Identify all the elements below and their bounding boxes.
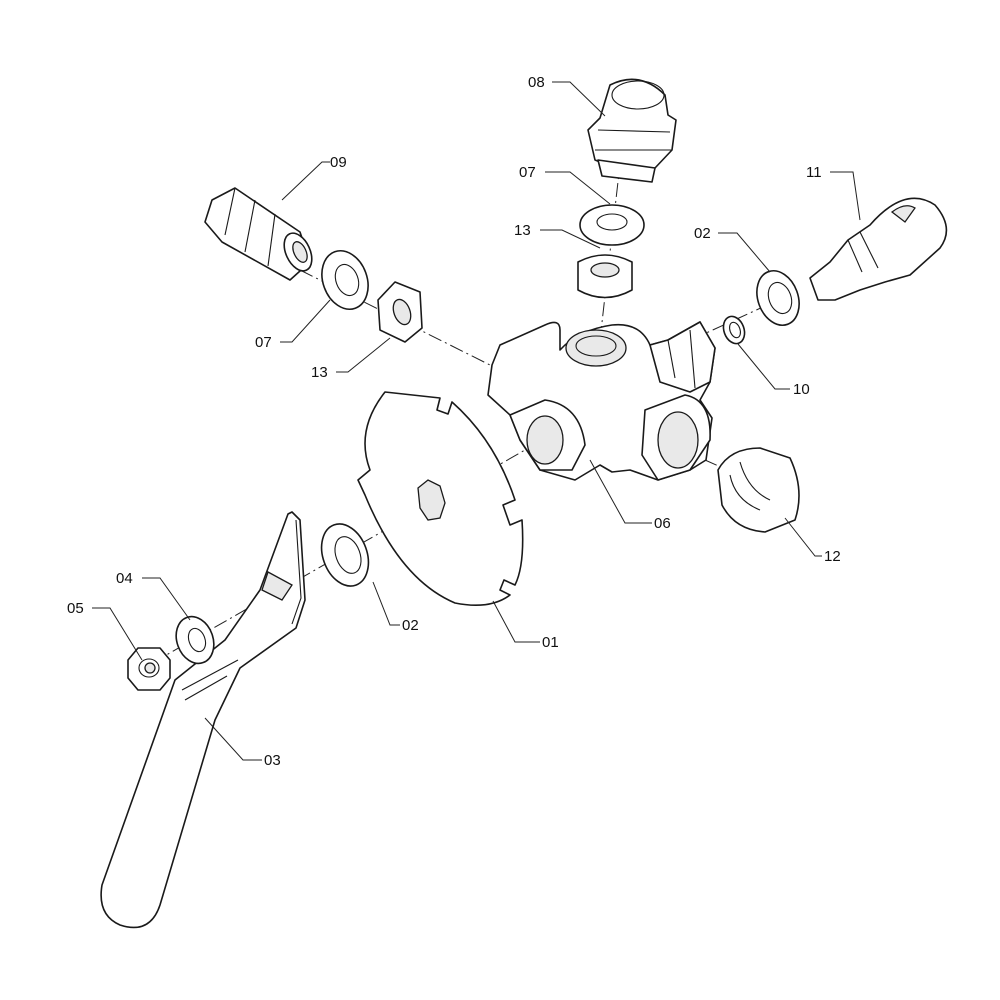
- washer-part-07-left: [321, 250, 369, 310]
- washer-part-02-lower: [320, 523, 370, 587]
- callout-05: 05: [67, 600, 84, 617]
- callout-07-left: 07: [255, 334, 272, 351]
- washer-part-04: [175, 615, 215, 665]
- callout-13-top: 13: [514, 222, 531, 239]
- callout-11: 11: [806, 164, 822, 181]
- fitting-part-08: [587, 78, 677, 183]
- lever-handle-part-03: [100, 511, 306, 929]
- plug-part-12: [717, 447, 800, 533]
- seal-part-13-left: [377, 281, 423, 343]
- washer-part-02-upper: [756, 270, 800, 326]
- callout-08: 08: [528, 74, 545, 91]
- callout-09: 09: [330, 154, 347, 171]
- callout-03: 03: [264, 752, 281, 769]
- indicator-plate-part-01: [357, 391, 524, 606]
- washer-part-07-top: [579, 204, 645, 246]
- valve-body-part-06: [487, 321, 716, 481]
- fitting-part-09: [204, 187, 313, 281]
- callout-02-lower: 02: [402, 617, 419, 634]
- callout-labels: 01 02 03 04 05 06 07 07 08 09 10 11 12 1…: [67, 74, 841, 769]
- callout-07-top: 07: [519, 164, 536, 181]
- fitting-part-11: [809, 197, 948, 301]
- seal-part-13-top: [577, 254, 633, 299]
- callout-04: 04: [116, 570, 133, 587]
- nut-part-05: [127, 647, 171, 691]
- callout-02-upper: 02: [694, 225, 711, 242]
- callout-12: 12: [824, 548, 841, 565]
- callout-13-left: 13: [311, 364, 328, 381]
- callout-01: 01: [542, 634, 559, 651]
- callout-10: 10: [793, 381, 810, 398]
- o-ring-part-10: [722, 315, 746, 345]
- callout-06: 06: [654, 515, 671, 532]
- leader-lines: [92, 81, 861, 761]
